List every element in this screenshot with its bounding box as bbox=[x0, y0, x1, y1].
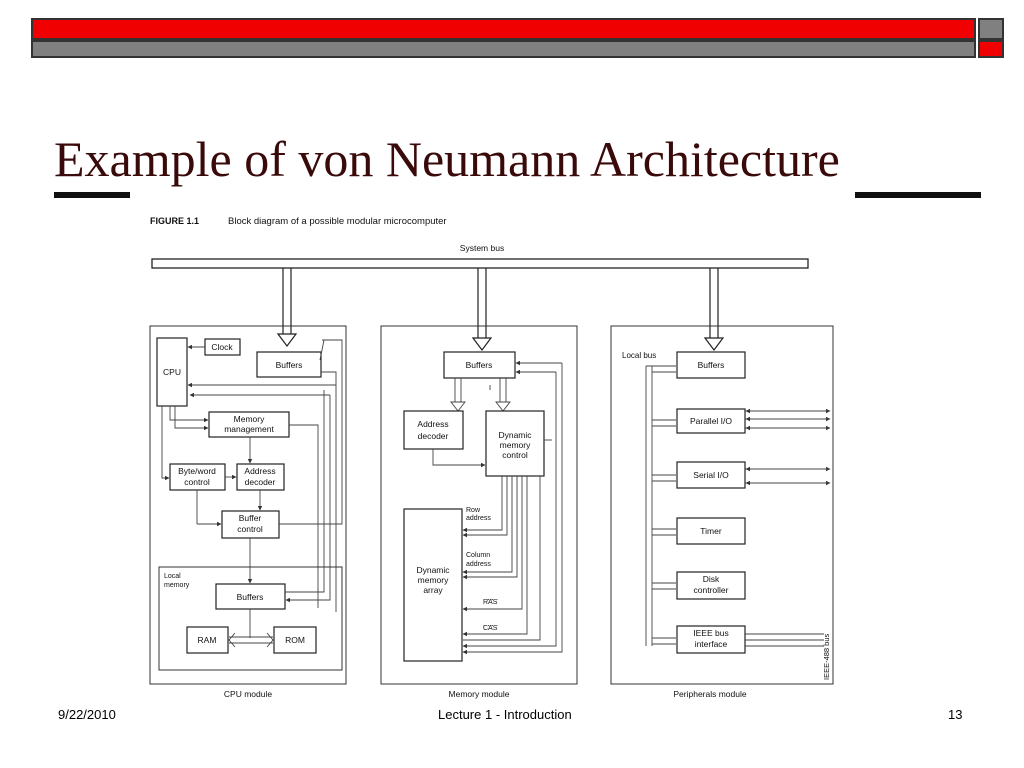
peripherals-module-frame bbox=[610, 325, 834, 685]
row-address-label-1: Row bbox=[466, 507, 481, 514]
dynamic-memory-array-label-2: memory bbox=[418, 575, 449, 585]
dynamic-memory-control-label-2: memory bbox=[500, 440, 531, 450]
buffer-control-box bbox=[221, 510, 280, 539]
dynamic-memory-array-label-1: Dynamic bbox=[416, 565, 450, 575]
column-address-label-2: address bbox=[466, 561, 491, 568]
ieee-488-bus-label: IEEE-488 bus bbox=[822, 633, 831, 680]
corner-gray-square bbox=[978, 18, 1004, 40]
dynamic-memory-control-box bbox=[485, 410, 545, 477]
clock-label: Clock bbox=[211, 342, 233, 352]
disk-controller-box bbox=[676, 571, 746, 600]
ram-box bbox=[186, 626, 229, 654]
rom-box bbox=[273, 626, 317, 654]
memory-management-label-1: Memory bbox=[234, 414, 265, 424]
local-buffers-label: Buffers bbox=[237, 592, 264, 602]
memory-address-decoder-label-2: decoder bbox=[418, 431, 449, 441]
cpu-address-decoder-box bbox=[236, 463, 285, 491]
title-underline-right bbox=[855, 192, 981, 198]
peripherals-module-label: Peripherals module bbox=[673, 689, 747, 699]
cpu-buffers-label: Buffers bbox=[276, 360, 303, 370]
top-red-bar bbox=[31, 18, 976, 40]
buffer-control-label-1: Buffer bbox=[239, 513, 262, 523]
footer-center: Lecture 1 - Introduction bbox=[438, 707, 572, 722]
corner-red-square bbox=[978, 40, 1004, 58]
local-memory-frame bbox=[158, 566, 343, 671]
ram-rom-bus bbox=[228, 609, 274, 648]
ras-label: RAS bbox=[483, 599, 498, 606]
parallel-io-box bbox=[676, 408, 746, 434]
memory-management-box bbox=[208, 411, 290, 438]
memory-buffers-label: Buffers bbox=[466, 360, 493, 370]
ieee-bus-interface-label-1: IEEE bus bbox=[693, 628, 728, 638]
memory-bus-return-lines bbox=[462, 360, 563, 655]
peripherals-buffers-label: Buffers bbox=[698, 360, 725, 370]
serial-io-label: Serial I/O bbox=[693, 470, 729, 480]
disk-controller-label-2: controller bbox=[694, 585, 729, 595]
bus-drop-memory bbox=[471, 268, 493, 351]
cpu-label: CPU bbox=[163, 367, 181, 377]
cpu-box bbox=[156, 337, 188, 407]
bus-drop-cpu bbox=[276, 268, 298, 347]
dynamic-memory-control-label-3: control bbox=[502, 450, 528, 460]
footer-page-number: 13 bbox=[948, 707, 963, 722]
peripherals-local-bus bbox=[645, 365, 676, 646]
control-to-array-lines bbox=[462, 476, 528, 637]
parallel-io-label: Parallel I/O bbox=[690, 416, 732, 426]
cpu-module-frame bbox=[149, 325, 347, 685]
disk-controller-label-1: Disk bbox=[703, 574, 720, 584]
ieee-bus-interface-box bbox=[676, 625, 746, 654]
title-underline-left bbox=[54, 192, 130, 198]
cpu-address-decoder-label-2: decoder bbox=[245, 477, 276, 487]
buffers-to-decoders bbox=[450, 378, 511, 412]
cas-label: CAS bbox=[483, 625, 498, 632]
ieee-bus-interface-label-2: interface bbox=[695, 639, 728, 649]
byte-word-control-box bbox=[169, 463, 226, 491]
figure-caption-text: Block diagram of a possible modular micr… bbox=[228, 216, 447, 227]
memory-management-label-2: management bbox=[224, 424, 274, 434]
local-memory-label-1: Local bbox=[164, 573, 181, 580]
memory-address-decoder-box bbox=[403, 410, 464, 450]
memory-buffers-box bbox=[443, 351, 516, 379]
dynamic-memory-array-box bbox=[403, 508, 463, 662]
byte-word-control-label-1: Byte/word bbox=[178, 466, 216, 476]
cpu-address-decoder-label-1: Address bbox=[244, 466, 275, 476]
buffer-control-label-2: control bbox=[237, 524, 263, 534]
cpu-module-label: CPU module bbox=[224, 689, 272, 699]
timer-box bbox=[676, 517, 746, 545]
top-gray-bar bbox=[31, 40, 976, 58]
external-io-arrows bbox=[745, 408, 831, 647]
bus-drop-peripherals bbox=[703, 268, 725, 351]
local-bus-label: Local bus bbox=[622, 351, 656, 360]
slide-title: Example of von Neumann Architecture bbox=[54, 131, 840, 187]
column-address-label-1: Column bbox=[466, 552, 490, 559]
ram-label: RAM bbox=[198, 635, 217, 645]
memory-address-decoder-label-1: Address bbox=[417, 419, 448, 429]
peripherals-buffers-box bbox=[676, 351, 746, 379]
memory-module-label: Memory module bbox=[449, 689, 510, 699]
figure-caption-number: FIGURE 1.1 bbox=[150, 216, 199, 226]
system-bus bbox=[151, 258, 809, 269]
system-bus-label: System bus bbox=[460, 243, 504, 253]
local-memory-label-2: memory bbox=[164, 582, 190, 589]
dynamic-memory-array-label-3: array bbox=[423, 585, 443, 595]
rom-label: ROM bbox=[285, 635, 305, 645]
row-address-label-2: address bbox=[466, 515, 491, 522]
dynamic-memory-control-label-1: Dynamic bbox=[498, 430, 532, 440]
cpu-buffers-box bbox=[256, 351, 322, 378]
timer-label: Timer bbox=[700, 526, 722, 536]
local-buffers-box bbox=[215, 583, 286, 610]
serial-io-box bbox=[676, 461, 746, 489]
memory-module-frame bbox=[380, 325, 578, 685]
byte-word-control-label-2: control bbox=[184, 477, 210, 487]
footer-date: 9/22/2010 bbox=[58, 707, 116, 722]
